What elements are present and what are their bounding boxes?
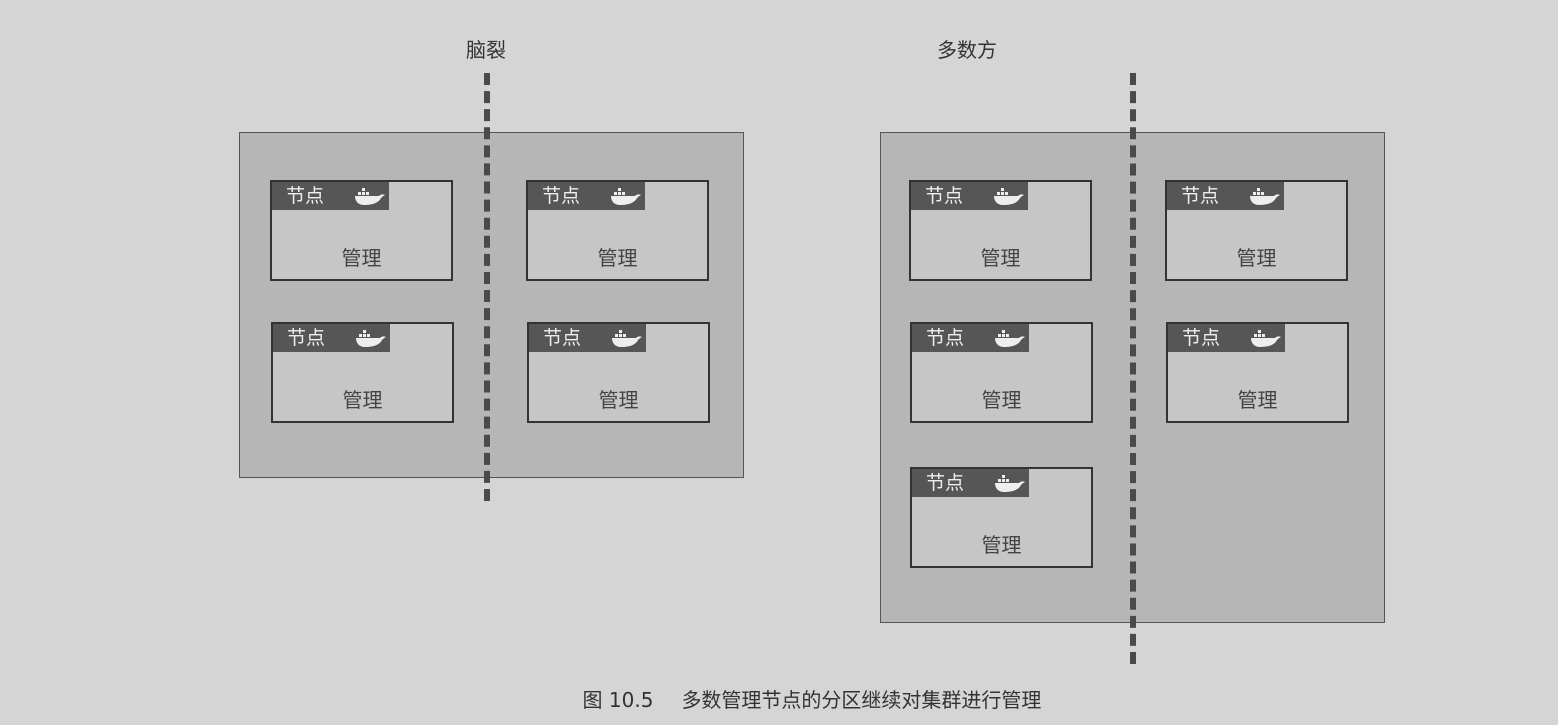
figure-caption: 图 10.5 多数管理节点的分区继续对集群进行管理 <box>0 684 1558 713</box>
docker-whale-icon <box>993 186 1025 214</box>
node-header-label: 节点 <box>925 185 964 207</box>
node-role-label: 管理 <box>981 533 1022 557</box>
node-role-label: 管理 <box>597 246 638 270</box>
manager-node: 节点管理 <box>270 180 453 281</box>
node-header-label: 节点 <box>542 185 581 207</box>
node-header: 节点 <box>528 182 645 210</box>
node-header: 节点 <box>1167 182 1284 210</box>
node-header: 节点 <box>911 182 1028 210</box>
node-role-label: 管理 <box>341 246 382 270</box>
manager-node: 节点管理 <box>910 467 1093 568</box>
figure-caption-text: 多数管理节点的分区继续对集群进行管理 <box>681 688 1042 712</box>
docker-whale-icon <box>354 186 386 214</box>
node-role-label: 管理 <box>598 388 639 412</box>
node-header-label: 节点 <box>926 472 965 494</box>
node-header: 节点 <box>912 469 1029 497</box>
docker-whale-icon <box>1250 328 1282 356</box>
node-header-label: 节点 <box>543 327 582 349</box>
node-header: 节点 <box>529 324 646 352</box>
manager-node: 节点管理 <box>1166 322 1349 423</box>
docker-whale-icon <box>994 328 1026 356</box>
node-header: 节点 <box>272 182 389 210</box>
node-header-label: 节点 <box>286 185 325 207</box>
figure-number: 图 10.5 <box>582 688 654 712</box>
node-role-label: 管理 <box>342 388 383 412</box>
partition-line-left <box>484 73 490 501</box>
docker-whale-icon <box>1249 186 1281 214</box>
panel-title-split-brain: 脑裂 <box>466 38 506 62</box>
manager-node: 节点管理 <box>1165 180 1348 281</box>
manager-node: 节点管理 <box>909 180 1092 281</box>
docker-whale-icon <box>994 473 1026 501</box>
manager-node: 节点管理 <box>526 180 709 281</box>
node-role-label: 管理 <box>980 246 1021 270</box>
manager-node: 节点管理 <box>910 322 1093 423</box>
node-role-label: 管理 <box>1237 388 1278 412</box>
docker-whale-icon <box>611 328 643 356</box>
panel-title-majority: 多数方 <box>937 38 997 62</box>
node-header-label: 节点 <box>926 327 965 349</box>
node-header: 节点 <box>1168 324 1285 352</box>
node-header-label: 节点 <box>287 327 326 349</box>
partition-line-right <box>1130 73 1136 664</box>
manager-node: 节点管理 <box>527 322 710 423</box>
node-header-label: 节点 <box>1182 327 1221 349</box>
docker-whale-icon <box>355 328 387 356</box>
node-role-label: 管理 <box>981 388 1022 412</box>
node-header-label: 节点 <box>1181 185 1220 207</box>
manager-node: 节点管理 <box>271 322 454 423</box>
docker-whale-icon <box>610 186 642 214</box>
node-role-label: 管理 <box>1236 246 1277 270</box>
node-header: 节点 <box>912 324 1029 352</box>
node-header: 节点 <box>273 324 390 352</box>
